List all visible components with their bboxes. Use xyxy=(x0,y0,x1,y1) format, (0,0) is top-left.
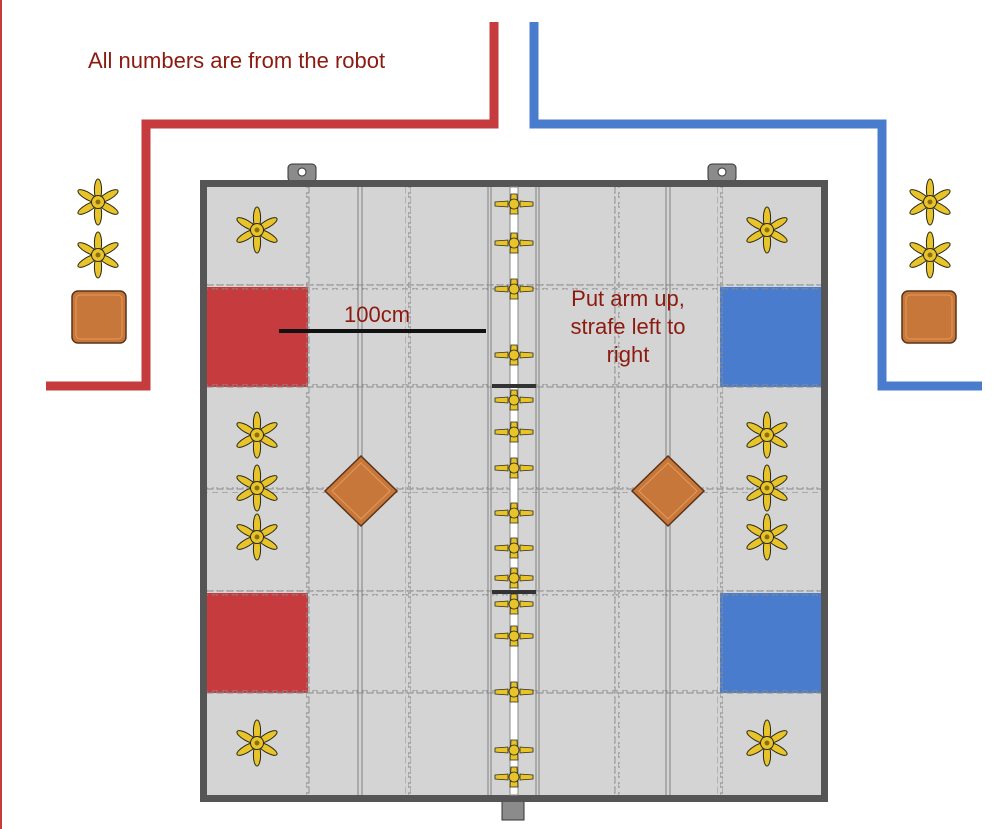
center-barrier xyxy=(509,186,519,796)
field-mount-tab-bottom xyxy=(501,799,525,821)
red-tile-bottom xyxy=(207,593,308,693)
orange-diamond-icon xyxy=(630,454,706,528)
instruction-line: right xyxy=(606,342,650,367)
field-mount-tab-right xyxy=(707,163,737,183)
field-mount-tab-left xyxy=(287,163,317,183)
instruction-note: Put arm up, strafe left to right xyxy=(548,285,708,369)
distance-label: 100cm xyxy=(344,302,411,327)
orange-cube-icon xyxy=(901,290,957,344)
page-edge-line xyxy=(0,0,2,829)
orange-cube-icon xyxy=(71,290,127,344)
instruction-line: strafe left to xyxy=(570,314,686,339)
blue-alliance-path xyxy=(529,22,982,391)
orange-diamond-icon xyxy=(323,454,399,528)
six-arm-cone-icon xyxy=(907,231,953,279)
blue-tile-bottom xyxy=(720,593,821,693)
center-barrier-brackets xyxy=(492,384,536,594)
title-note: All numbers are from the robot xyxy=(88,48,386,73)
six-arm-cone-icon xyxy=(75,231,121,279)
instruction-line: Put arm up, xyxy=(571,286,685,311)
red-alliance-path xyxy=(46,22,499,391)
blue-tile-top xyxy=(720,287,821,387)
six-arm-cone-icon xyxy=(75,178,121,226)
six-arm-cone-icon xyxy=(907,178,953,226)
red-tile-top xyxy=(207,287,308,387)
